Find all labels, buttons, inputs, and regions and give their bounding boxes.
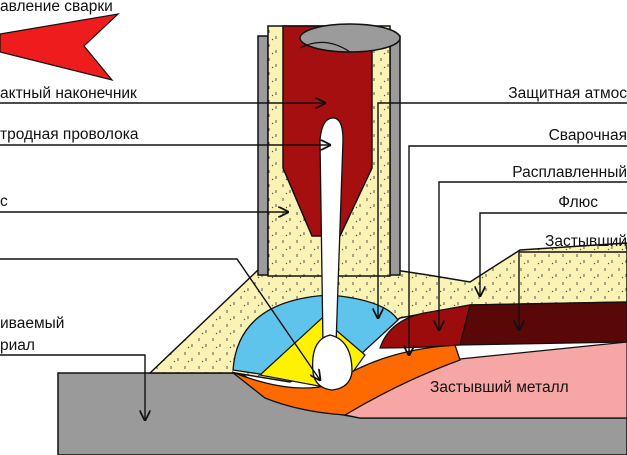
label-flux-right: Флюс — [558, 194, 598, 211]
label-solidified-top: Застывший — [545, 233, 627, 250]
leader-lines — [0, 103, 627, 420]
label-weld-pool: Сварочная — [549, 127, 627, 144]
nozzle-right — [389, 35, 401, 276]
label-base-metal-2: риал — [0, 337, 35, 354]
solidified-slag — [459, 301, 627, 346]
label-base-metal-1: иваемый — [0, 315, 64, 332]
electrode-wire — [319, 117, 344, 346]
label-weld-direction: авление сварки — [0, 0, 113, 15]
label-contact-tip: актный наконечник — [0, 85, 137, 102]
label-flux-left: с — [0, 193, 8, 210]
label-solidified-metal: Застывший металл — [430, 379, 569, 396]
direction-arrow-icon — [0, 13, 120, 82]
arc-droplet — [311, 334, 353, 391]
nozzle-top — [299, 23, 401, 53]
label-molten: Расплавленный — [512, 164, 627, 181]
nozzle — [257, 35, 269, 276]
label-shielding-atmosphere: Защитная атмос — [508, 85, 627, 102]
tip-curve — [299, 41, 351, 53]
label-electrode-wire: тродная проволока — [0, 126, 139, 143]
